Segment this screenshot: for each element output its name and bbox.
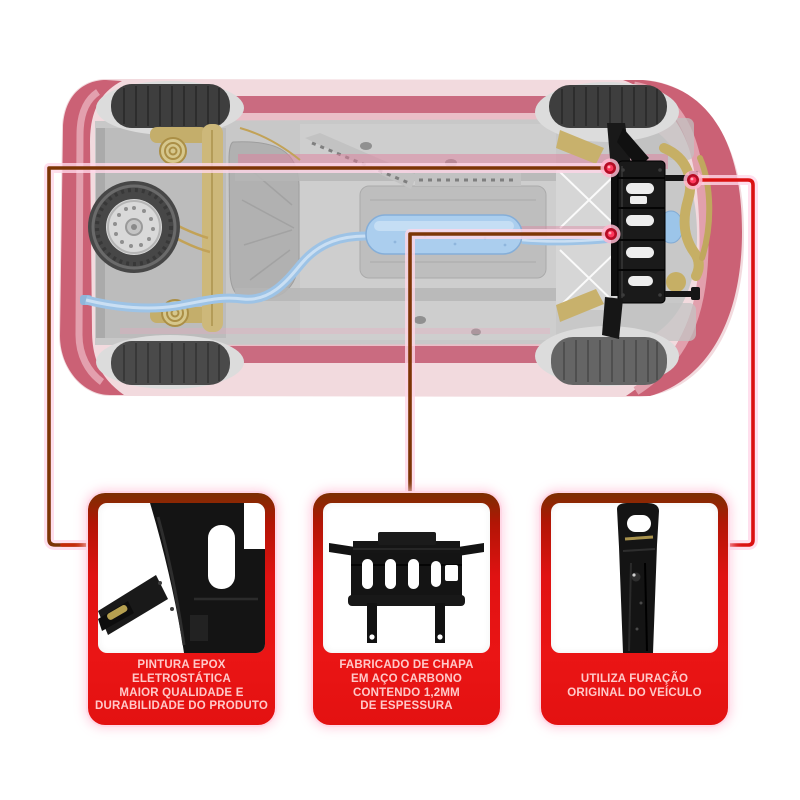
trailing-arm-top [150, 127, 208, 143]
label-line: EM AÇO CARBONO [351, 672, 462, 685]
callout-dots [600, 158, 703, 244]
label-line: MAIOR QUALIDADE E [119, 686, 244, 699]
callout-dot-epoxy [600, 158, 620, 178]
feature-card-original-holes: UTILIZA FURAÇÃO ORIGINAL DO VEÍCULO [541, 493, 728, 725]
plate-bottom-arm [602, 297, 623, 339]
callout-line-holes [691, 178, 755, 547]
label-line: ORIGINAL DO VEÍCULO [567, 686, 702, 699]
plate-right-arm-bottom [665, 291, 693, 297]
tire-rear-top [111, 84, 230, 128]
tire-front-bottom [551, 337, 667, 385]
callout-line-steel [408, 232, 613, 499]
coil-spring-top [159, 137, 187, 165]
mounting-bracket-drawing [617, 503, 659, 653]
plate-right-foot-bottom [691, 287, 700, 300]
wishbone-top [556, 130, 604, 164]
frame-rail-bottom [235, 288, 657, 301]
callout-dot-steel [601, 224, 621, 244]
pink-rail-low [120, 328, 550, 334]
label-line: ELETROSTÁTICA [131, 672, 232, 685]
callout-dot-holes [683, 170, 703, 190]
manifold-flange [666, 272, 686, 292]
skid-plate [602, 123, 700, 339]
tires [111, 84, 667, 385]
front-bumper [623, 80, 742, 396]
top-sill [118, 96, 640, 113]
manifold-pipe-1 [659, 143, 704, 281]
skid-plate-full-drawing [329, 532, 484, 643]
top-sill-inner [118, 113, 640, 121]
wishbone-bottom [556, 289, 604, 322]
tire-rear-bottom [111, 341, 230, 385]
plate-top-brace [617, 128, 649, 168]
front-suspension [556, 130, 713, 322]
skid-plate-corner-photo [98, 503, 265, 653]
label-line: UTILIZA FURAÇÃO [580, 672, 689, 685]
feature-card-epoxy-paint: PINTURA EPOX ELETROSTÁTICA MAIOR QUALIDA… [88, 493, 275, 725]
plate-slots [626, 183, 654, 286]
label-line: DE ESPESSURA [360, 700, 453, 713]
callout-line-epoxy [47, 166, 612, 547]
skid-plate-full-photo [323, 503, 490, 653]
feature-card-carbon-steel: FABRICADO DE CHAPA EM AÇO CARBONO CONTEN… [313, 493, 500, 725]
plate-bolts [621, 168, 662, 297]
callout-lines [44, 163, 758, 550]
label-line: CONTENDO 1,2MM [353, 686, 460, 699]
rear-bumper-highlight [75, 89, 105, 385]
feature-label-epoxy-paint: PINTURA EPOX ELETROSTÁTICA MAIOR QUALIDA… [94, 653, 269, 725]
plate-ridges [618, 177, 665, 271]
spare-rim-bolts [113, 206, 155, 248]
label-line: DURABILIDADE DO PRODUTO [94, 700, 269, 713]
feature-label-original-holes: UTILIZA FURAÇÃO ORIGINAL DO VEÍCULO [551, 653, 718, 725]
rear-suspension [113, 124, 301, 332]
spare-tire [88, 181, 180, 273]
manifold-pipe-2 [697, 155, 713, 261]
mounting-bracket-photo [551, 503, 718, 653]
muffler-highlight [374, 221, 514, 231]
label-line: FABRICADO DE CHAPA [339, 659, 474, 672]
exhaust-pipe-rear-highlight [85, 234, 367, 310]
plate-right-arm-top [665, 175, 691, 181]
tire-front-top [549, 85, 667, 128]
skid-plate-corner-drawing [98, 503, 265, 653]
bottom-sill [118, 346, 640, 363]
feature-label-carbon-steel: FABRICADO DE CHAPA EM AÇO CARBONO CONTEN… [323, 653, 490, 725]
label-line: PINTURA EPOX [137, 659, 226, 672]
